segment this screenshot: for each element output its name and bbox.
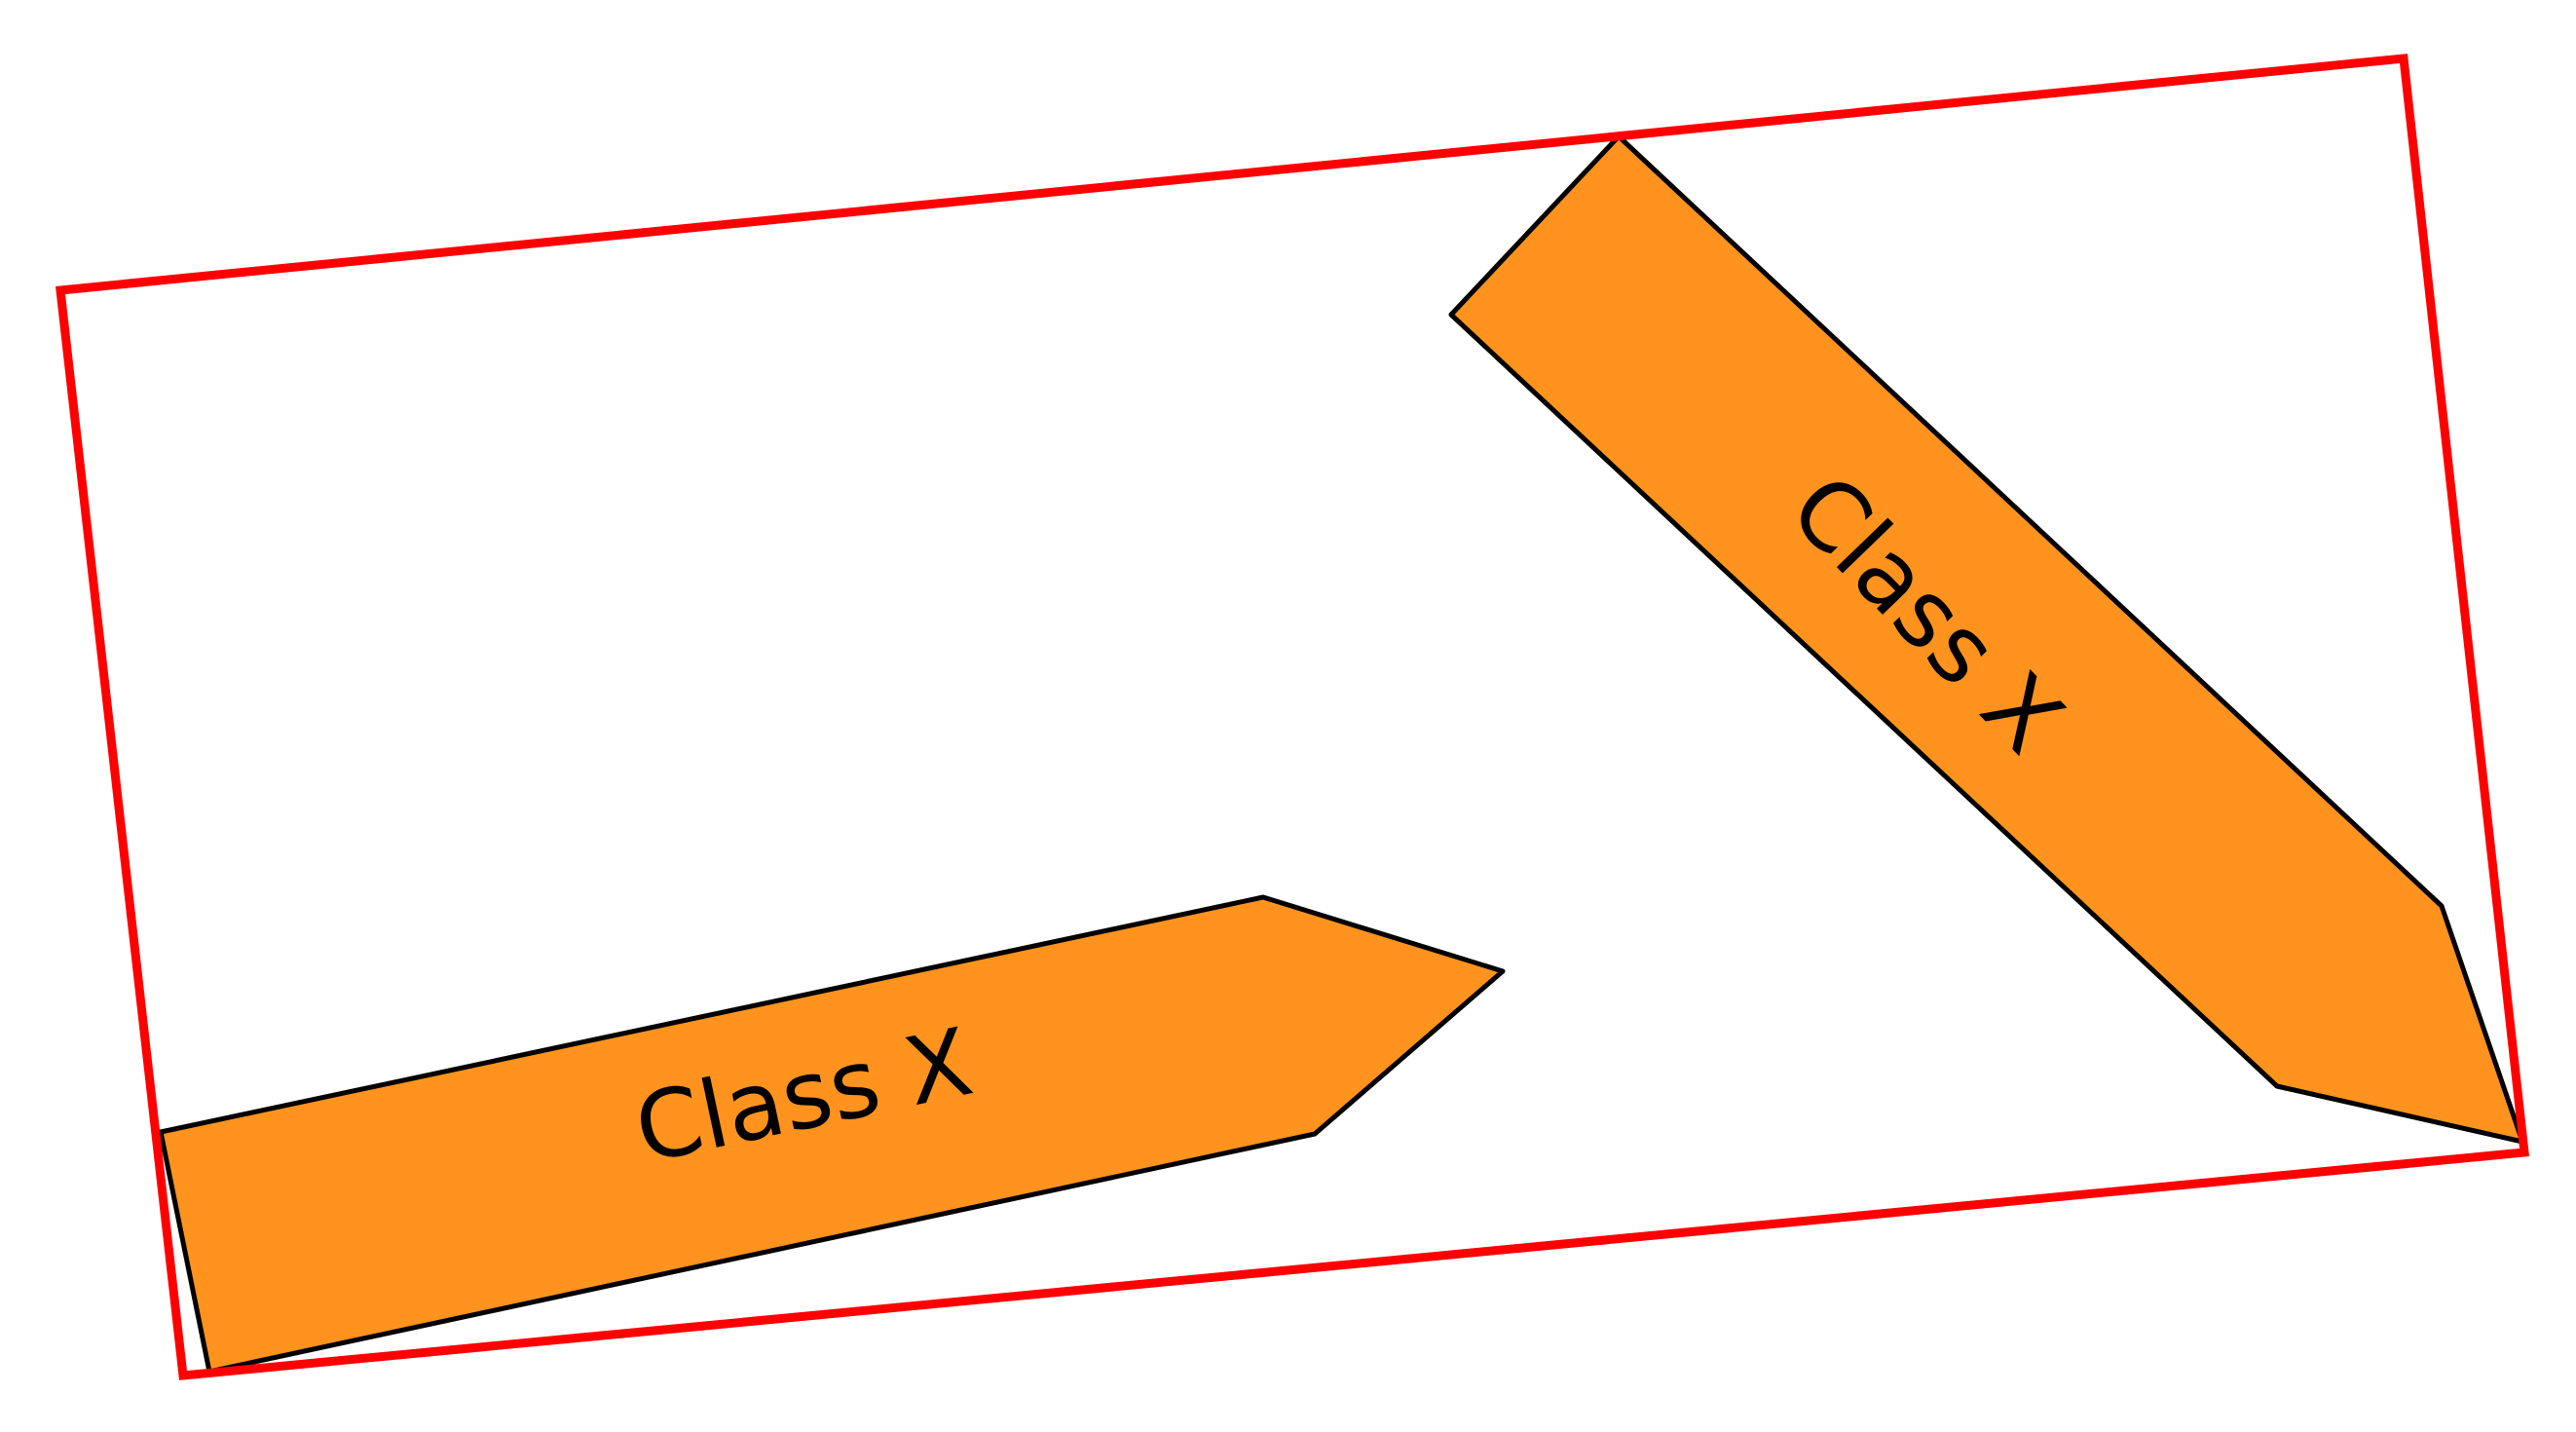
bounding-box-outline bbox=[56, 54, 2529, 1380]
arrow-shape-top-right bbox=[1448, 133, 2525, 1145]
arrow-shape-bottom-left bbox=[158, 894, 1506, 1375]
